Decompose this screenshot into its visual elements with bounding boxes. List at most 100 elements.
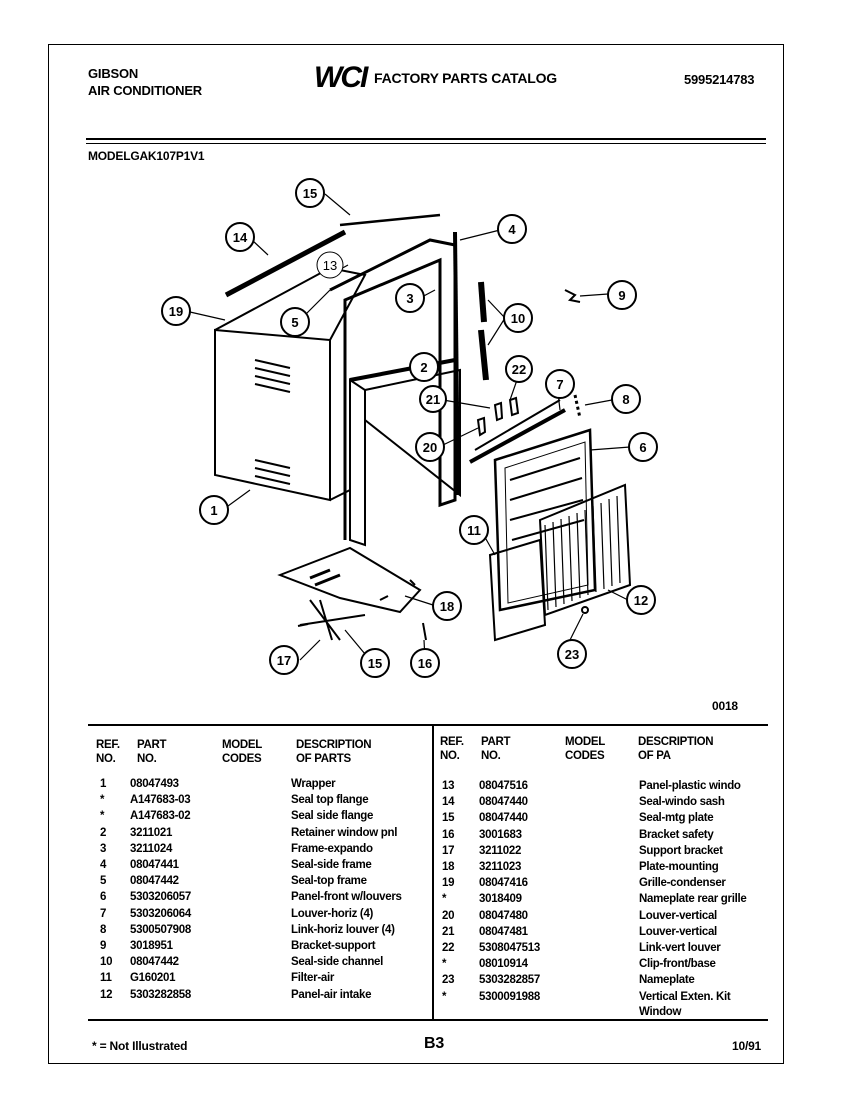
part-description: Bracket safety: [639, 828, 714, 841]
catalog-title: FACTORY PARTS CATALOG: [374, 70, 557, 86]
wrapper-top: [214, 266, 367, 341]
header-description-right: DESCRIPTION: [638, 736, 714, 748]
ref-no: *: [100, 794, 105, 807]
ref-no: 10: [100, 956, 113, 969]
part-description: Link-vert louver: [639, 942, 721, 954]
ref-no: 22: [442, 942, 455, 954]
part-description: Panel-plastic windo: [639, 780, 741, 792]
part-no: 08047442: [130, 956, 179, 969]
callout-9: 9: [618, 288, 625, 303]
part-no: 3001683: [479, 828, 522, 841]
part-no: 3211024: [130, 842, 173, 855]
part-description: Louver-horiz (4): [291, 907, 374, 920]
part-no: G160201: [130, 972, 176, 985]
ref-no: 16: [442, 828, 455, 841]
part-description: Nameplate rear grille: [639, 893, 747, 906]
header-part-right: PART: [481, 736, 511, 748]
ref-no: 3: [100, 842, 107, 855]
callout-11: 11: [467, 523, 481, 538]
part-no: 5308047513: [479, 942, 540, 954]
part-description: Grille-condenser: [639, 877, 726, 890]
ref-no: 2: [100, 826, 107, 839]
callout-19: 19: [169, 304, 183, 319]
callout-15b: 15: [368, 656, 382, 671]
part-description: Panel-air intake: [291, 988, 372, 1001]
header-ref-right: REF.: [440, 736, 464, 748]
page-number: B3: [424, 1035, 445, 1052]
callout-7: 7: [556, 377, 563, 392]
part-description: Link-horiz louver (4): [291, 923, 395, 936]
part-description: Seal-side frame: [291, 859, 372, 871]
header-rule-bottom: [86, 143, 766, 144]
header-part-no: NO.: [137, 753, 157, 765]
part-no: A147683-02: [130, 810, 191, 823]
callout-23: 23: [565, 647, 579, 662]
right-extra-line: Window: [639, 1006, 682, 1018]
svg-text:WCI: WCI: [314, 61, 369, 92]
brand-name: GIBSON: [88, 66, 139, 81]
ref-no: 5: [100, 875, 107, 888]
part-no: 08047516: [479, 780, 528, 792]
part-no: 08047493: [130, 778, 179, 790]
part-description: Clip-front/base: [639, 958, 716, 971]
header-rule-top: [86, 138, 766, 140]
part-no: 08047442: [130, 875, 179, 888]
callout-2: 2: [420, 360, 427, 375]
ref-no: 23: [442, 974, 455, 987]
ref-no: *: [442, 893, 447, 906]
ref-no: 15: [442, 812, 455, 825]
part-no: 08047440: [479, 796, 528, 809]
part-description: Seal-mtg plate: [639, 812, 714, 825]
callout-8: 8: [622, 392, 629, 407]
header-codes-right: CODES: [565, 750, 605, 762]
part-no: 5303282857: [479, 974, 540, 987]
ref-no: 4: [100, 859, 107, 871]
header-of-parts-right: OF PA: [638, 750, 671, 762]
part-no: 08047480: [479, 909, 528, 922]
product-type: AIR CONDITIONER: [88, 83, 203, 98]
part-no: 08047416: [479, 877, 528, 890]
header-ref: REF.: [96, 739, 120, 751]
ref-no: *: [100, 810, 105, 823]
exploded-parts-diagram: 15 14 13 4 19 5 3 9 10 2 22 7 8 21 20 6 …: [161, 178, 658, 678]
part-no: 5303206057: [130, 891, 191, 904]
ref-no: 21: [442, 925, 455, 938]
part-description: Retainer window pnl: [291, 826, 398, 839]
callout-18: 18: [440, 599, 454, 614]
part-description: Plate-mounting: [639, 861, 719, 873]
callout-6: 6: [639, 440, 646, 455]
part-no: 3211022: [479, 844, 522, 857]
part-no: 08047440: [479, 812, 528, 825]
header-part: PART: [137, 739, 167, 751]
callout-22: 22: [512, 362, 526, 377]
ref-no: 18: [442, 861, 455, 873]
header-model-right: MODEL: [565, 736, 606, 748]
ref-no: 19: [442, 877, 455, 890]
part-description: Nameplate: [639, 974, 695, 987]
header-ref-no: NO.: [96, 753, 116, 765]
part-description: Frame-expando: [291, 842, 373, 855]
ref-no: 20: [442, 909, 455, 922]
part-description: Seal-windo sash: [639, 796, 725, 809]
ref-no: *: [442, 958, 447, 971]
part-no: 08010914: [479, 958, 528, 971]
callout-12: 12: [634, 593, 648, 608]
table-divider: [432, 724, 434, 1020]
header-of-parts: OF PARTS: [296, 753, 351, 765]
callout-16: 16: [418, 656, 432, 671]
part-description: Vertical Exten. Kit: [639, 990, 731, 1003]
ref-no: 9: [100, 940, 107, 952]
part-description: Support bracket: [639, 844, 723, 857]
callout-20: 20: [423, 440, 437, 455]
part-no: 3018951: [130, 940, 173, 952]
part-description: Panel-front w/louvers: [291, 891, 402, 904]
footnote: * = Not Illustrated: [92, 1039, 188, 1053]
part-no: 3211023: [479, 861, 522, 873]
callout-21: 21: [426, 392, 440, 407]
ref-no: 12: [100, 988, 113, 1001]
ref-no: 17: [442, 844, 455, 857]
part-description: Louver-vertical: [639, 925, 717, 938]
catalog-number: 5995214783: [684, 72, 755, 87]
table-rule-bottom: [88, 1019, 768, 1021]
